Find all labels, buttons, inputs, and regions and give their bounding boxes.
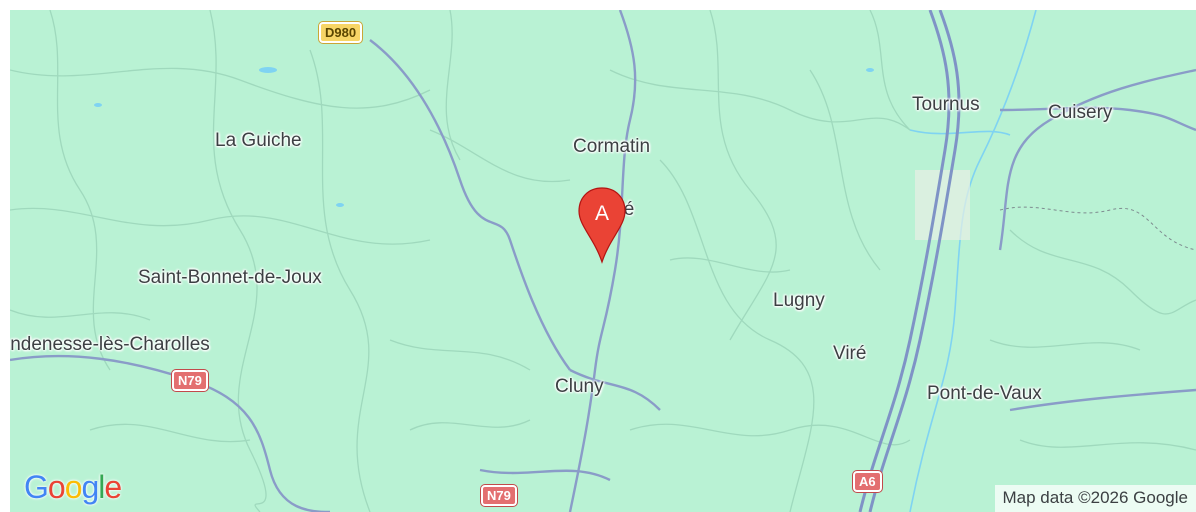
place-label-pont-de-vaux: Pont-de-Vaux [927, 383, 1042, 404]
logo-letter-g: G [24, 469, 49, 505]
place-label-cluny: Cluny [555, 376, 604, 397]
road-shield-n79-west: N79 [172, 370, 208, 391]
map-view[interactable]: D980 N79 N79 A6 La Guiche Saint-Bonnet-d… [10, 10, 1196, 512]
place-label-saint-bonnet-de-joux: Saint-Bonnet-de-Joux [138, 267, 322, 288]
place-label-vire: Viré [833, 343, 867, 364]
map-attribution[interactable]: Map data ©2026 Google [994, 485, 1196, 512]
road-shield-d980: D980 [319, 22, 363, 43]
place-label-la-guiche: La Guiche [215, 130, 302, 151]
logo-letter-l: l [98, 469, 105, 505]
road-shield-n79-south: N79 [481, 485, 517, 506]
logo-letter-o2: o [64, 469, 83, 505]
left-page-edge [0, 0, 10, 512]
place-label-tournus: Tournus [912, 94, 980, 115]
place-label-cormatin: Cormatin [573, 136, 651, 157]
google-logo[interactable]: Google [24, 469, 122, 505]
map-base-layer [10, 10, 1196, 512]
map-pin-icon [578, 187, 626, 264]
location-marker-a[interactable]: A [576, 186, 628, 264]
logo-letter-o1: o [47, 469, 66, 505]
logo-letter-g2: g [81, 469, 99, 505]
marker-label: A [594, 202, 609, 225]
logo-letter-e: e [104, 469, 122, 505]
place-label-cuisery: Cuisery [1048, 102, 1113, 123]
place-label-charolles: Vendenesse-lès-Charolles [10, 334, 210, 355]
place-label-lugny: Lugny [773, 290, 825, 311]
road-shield-a6: A6 [853, 471, 882, 492]
